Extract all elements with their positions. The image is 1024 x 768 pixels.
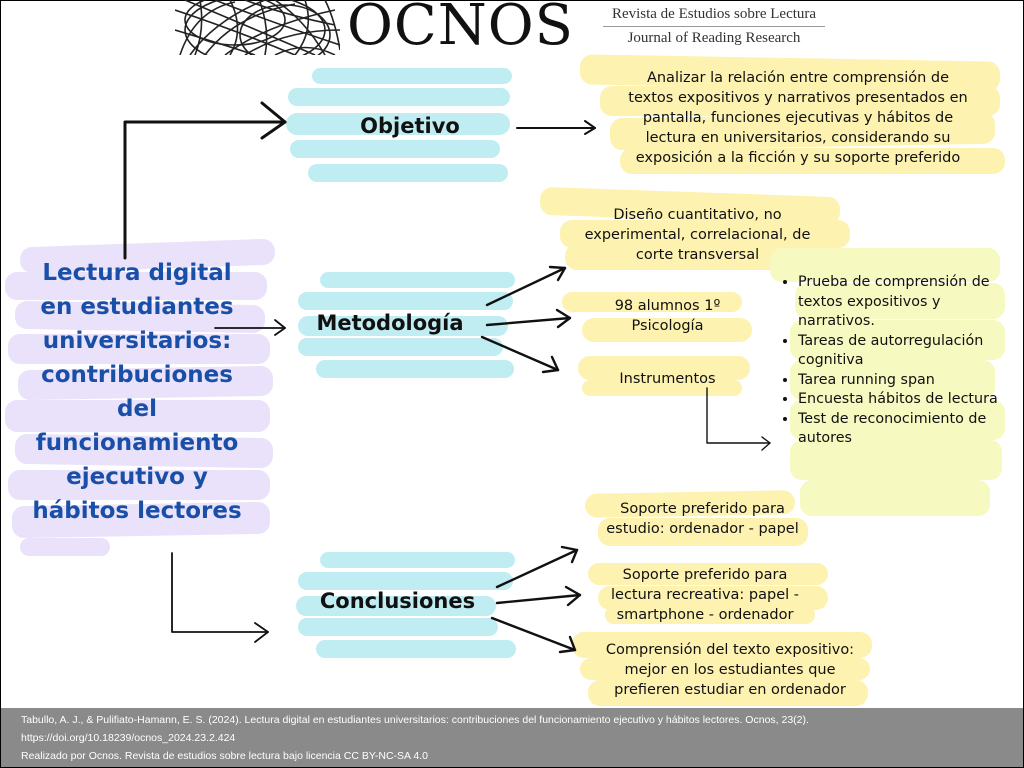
arrow-to-conclusion-1	[495, 548, 579, 589]
list-item: Tareas de autorregulación cognitiva	[798, 332, 1008, 371]
text-line: Analizar la relación entre comprensión d…	[646, 70, 950, 86]
text-line: Psicología	[631, 318, 704, 334]
text-line: prefieren estudiar en ordenador	[614, 682, 846, 698]
section-label-conclusiones: Conclusiones	[319, 589, 476, 613]
title-line: Lectura digital	[42, 260, 232, 286]
journal-subtitle: Revista de Estudios sobre Lectura Journa…	[603, 6, 825, 47]
text-line: smartphone - ordenador	[616, 607, 794, 623]
conclusion-3-text: Comprensión del texto expositivo: mejor …	[570, 640, 890, 700]
conclusion-2-text: Soporte preferido para lectura recreativ…	[585, 565, 825, 625]
text-line: Soporte preferido para	[622, 567, 788, 583]
diseno-text: Diseño cuantitativo, no experimental, co…	[555, 205, 840, 265]
journal-header: OCNOS Revista de Estudios sobre Lectura …	[175, 0, 835, 58]
title-line: funcionamiento	[35, 430, 239, 456]
arrow-to-conclusion-3	[490, 616, 577, 652]
title-line: del	[117, 396, 157, 422]
arrow-instrumentos-list	[706, 387, 771, 444]
text-line: Soporte preferido para	[620, 501, 785, 517]
title-line: en estudiantes	[40, 294, 234, 320]
logo-net-icon	[175, 0, 340, 55]
instrumentos-label: Instrumentos	[619, 371, 716, 387]
text-line: 98 alumnos 1º	[614, 298, 721, 314]
citation-footer: Tabullo, A. J., & Pulifiato-Hamann, E. S…	[1, 708, 1023, 767]
list-item: Encuesta hábitos de lectura	[798, 390, 1008, 410]
doi-link[interactable]: https://doi.org/10.18239/ocnos_2024.23.2…	[21, 732, 236, 744]
arrow-to-instrumentos	[480, 335, 560, 372]
title-line: ejecutivo y	[66, 464, 208, 490]
text-line: estudio: ordenador - papel	[606, 521, 799, 537]
list-item: Test de reconocimiento de autores	[798, 410, 1008, 449]
subtitle-spanish: Revista de Estudios sobre Lectura	[603, 6, 825, 27]
objetivo-text: Analizar la relación entre comprensión d…	[598, 68, 998, 168]
text-line: pantalla, funciones ejecutivas y hábitos…	[642, 110, 954, 126]
license-text: Realizado por Ocnos. Revista de estudios…	[21, 750, 428, 762]
list-item: Tarea running span	[798, 371, 1008, 391]
text-line: lectura en universitarios, considerando …	[645, 130, 951, 146]
arrow-to-conclusion-2	[495, 593, 582, 605]
text-line: experimental, correlacional, de	[584, 227, 811, 243]
text-line: exposición a la ficción y su soporte pre…	[635, 150, 961, 166]
logo-wordmark: OCNOS	[347, 0, 575, 58]
text-line: Diseño cuantitativo, no	[613, 207, 782, 223]
text-line: corte transversal	[635, 247, 760, 263]
text-line: mejor en los estudiantes que	[624, 662, 836, 678]
arrow-to-muestra	[485, 316, 572, 327]
text-line: lectura recreativa: papel -	[611, 587, 799, 603]
central-topic-title: Lectura digital en estudiantes universit…	[12, 256, 262, 528]
list-item: Prueba de comprensión de textos expositi…	[798, 273, 1008, 332]
title-line: universitarios:	[42, 328, 232, 354]
title-line: contribuciones	[41, 362, 233, 388]
arrow-to-diseno	[485, 266, 567, 307]
section-label-objetivo: Objetivo	[360, 114, 460, 138]
subtitle-english: Journal of Reading Research	[627, 30, 801, 46]
section-label-metodologia: Metodología	[316, 311, 464, 335]
muestra-text: 98 alumnos 1º Psicología	[585, 296, 750, 336]
arrow-to-objetivo	[123, 120, 287, 260]
conclusion-1-text: Soporte preferido para estudio: ordenado…	[580, 499, 825, 539]
text-line: textos expositivos y narrativos presenta…	[628, 90, 968, 106]
instrumentos-list: Prueba de comprensión de textos expositi…	[778, 273, 1008, 449]
title-line: hábitos lectores	[32, 498, 242, 524]
arrow-to-conclusiones	[171, 552, 269, 633]
text-line: Comprensión del texto expositivo:	[605, 642, 855, 658]
citation-text: Tabullo, A. J., & Pulifiato-Hamann, E. S…	[21, 714, 809, 726]
